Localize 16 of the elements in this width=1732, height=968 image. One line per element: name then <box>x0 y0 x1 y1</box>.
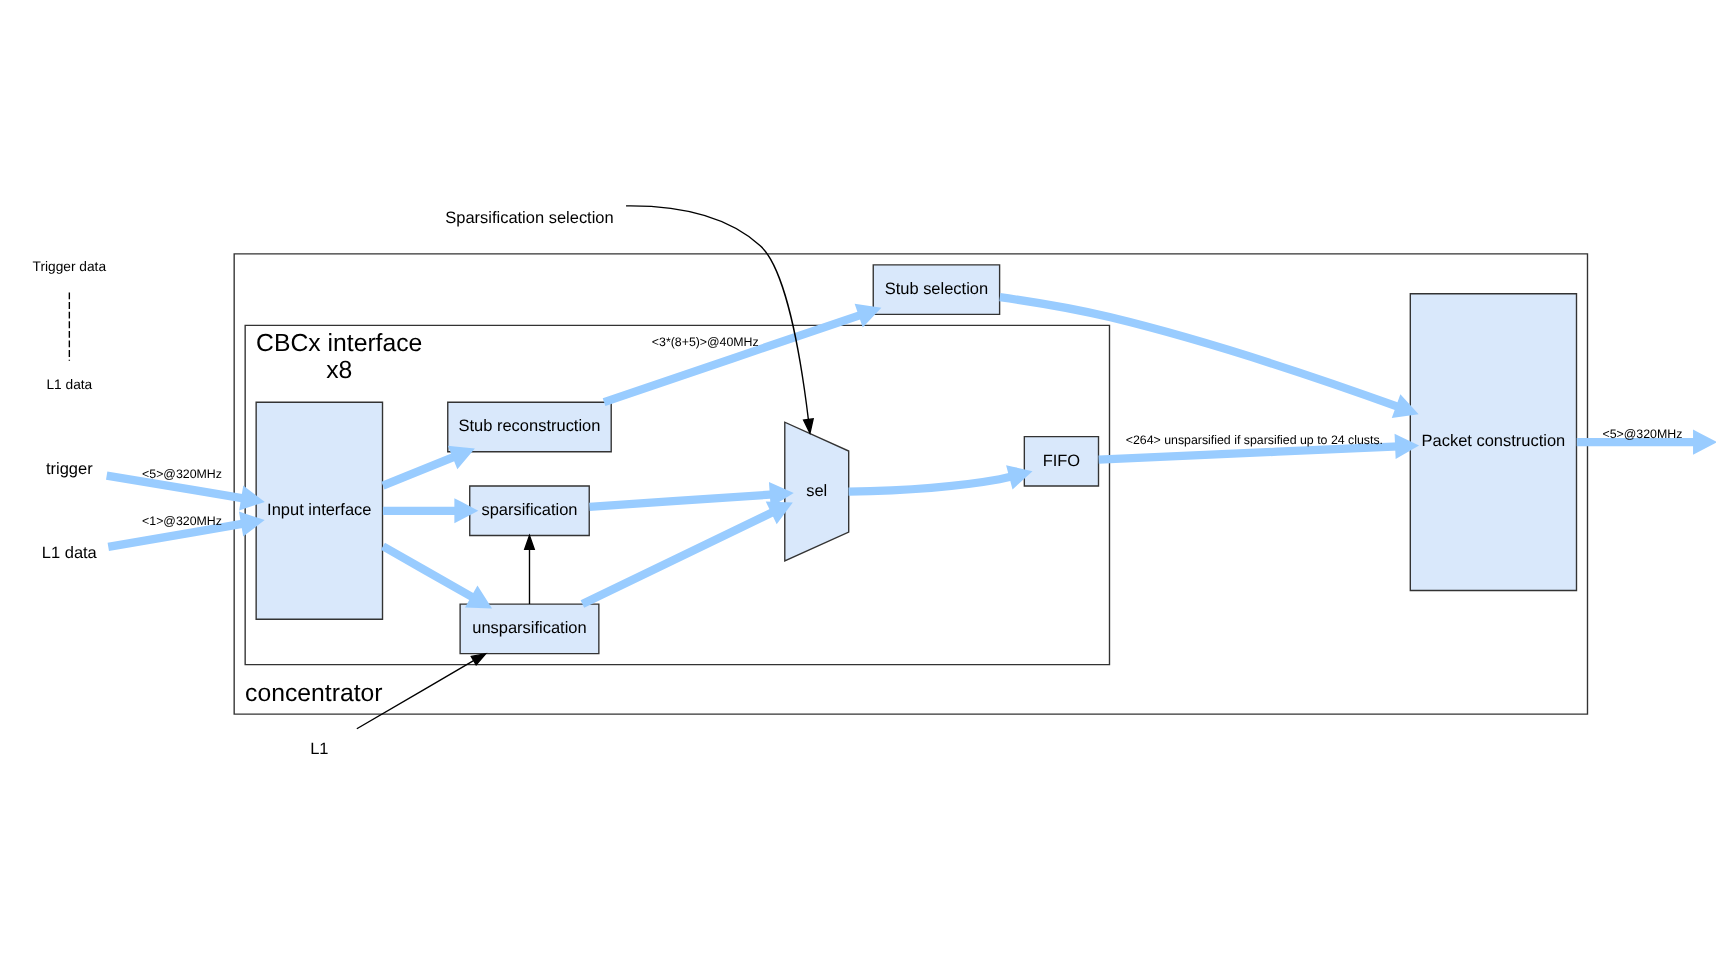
arrow <box>589 482 794 511</box>
arrow <box>848 465 1033 496</box>
arrow <box>106 471 265 511</box>
arrow <box>1576 429 1716 455</box>
arrow <box>999 293 1419 418</box>
arrow <box>1098 433 1420 464</box>
node-label: x8 <box>326 356 353 385</box>
arrow <box>523 533 536 605</box>
arrow <box>107 511 265 551</box>
arrow <box>625 205 815 436</box>
arrow <box>381 445 475 490</box>
arrow <box>382 498 479 524</box>
arrow <box>356 652 488 730</box>
arrow <box>580 501 793 608</box>
arrow <box>380 542 493 609</box>
arrow <box>602 303 882 407</box>
